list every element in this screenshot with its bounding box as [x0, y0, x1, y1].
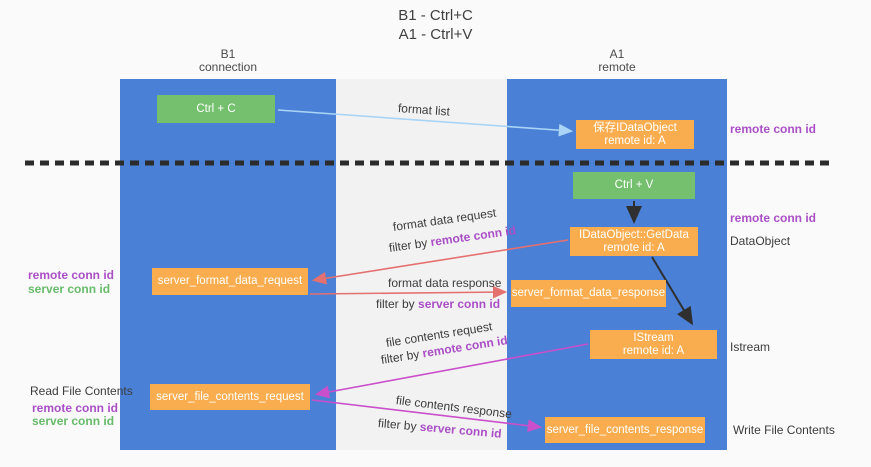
remote-conn-id-annotation-mid: remote conn id	[730, 211, 817, 225]
title-line-2: A1 - Ctrl+V	[398, 26, 473, 43]
format-response-filter-label: filter by server conn id	[376, 297, 500, 311]
istream-line2: remote id: A	[622, 344, 685, 357]
ctrl-v-box: Ctrl + V	[573, 172, 695, 199]
server-conn-id-text: server conn id	[418, 297, 501, 311]
lane-b1-subtitle: connection	[198, 60, 258, 74]
server-file-contents-response-box: server_file_contents_response	[545, 417, 705, 443]
diagram-title: B1 - Ctrl+C A1 - Ctrl+V	[0, 6, 871, 44]
format-data-response-label: format data response	[388, 276, 502, 290]
getdata-line1: IDataObject::GetData	[579, 228, 689, 241]
format-response-label: server_format_data_response	[511, 287, 666, 299]
remote-conn-id-annotation-left: remote conn id	[28, 268, 115, 282]
dataobject-annotation: DataObject	[730, 234, 791, 248]
write-file-contents-annotation: Write File Contents	[733, 423, 835, 437]
getdata-line2: remote id: A	[603, 241, 665, 254]
server-format-data-response-box: server_format_data_response	[511, 280, 666, 307]
lane-header-a1: A1 remote	[507, 48, 727, 74]
save-idataobject-line2: remote id: A	[604, 134, 666, 147]
file-response-label: server_file_contents_response	[546, 423, 704, 436]
title-line-1: B1 - Ctrl+C	[398, 7, 473, 24]
save-idataobject-box: 保存IDataObject remote id: A	[576, 120, 694, 149]
istream-box: IStream remote id: A	[590, 330, 717, 359]
istream-annotation: Istream	[730, 340, 771, 354]
remote-conn-id-annotation-bottom-left: remote conn id	[32, 401, 119, 415]
server-file-contents-request-box: server_file_contents_request	[150, 384, 310, 410]
server-conn-id-annotation-left: server conn id	[28, 282, 111, 296]
ctrl-v-label: Ctrl + V	[614, 179, 654, 191]
remote-conn-id-annotation-top: remote conn id	[730, 122, 817, 136]
filter-by-text: filter by	[376, 297, 419, 311]
ctrl-c-label: Ctrl + C	[196, 102, 236, 115]
istream-line1: IStream	[633, 331, 674, 344]
format-request-label: server_format_data_request	[157, 275, 303, 287]
server-format-data-request-box: server_format_data_request	[152, 268, 308, 295]
server-conn-id-annotation-bottom-left: server conn id	[32, 414, 115, 428]
save-idataobject-line1: 保存IDataObject	[593, 121, 677, 134]
lane-a1-subtitle: remote	[598, 60, 636, 74]
lane-header-b1: B1 connection	[120, 48, 336, 74]
lane-a1-name: A1	[609, 47, 625, 61]
file-request-label: server_file_contents_request	[156, 390, 304, 403]
idataobject-getdata-box: IDataObject::GetData remote id: A	[570, 227, 698, 256]
read-file-contents-annotation: Read File Contents	[30, 384, 133, 398]
lane-b1-name: B1	[220, 47, 236, 61]
mid-strip	[336, 79, 507, 450]
ctrl-c-box: Ctrl + C	[157, 95, 275, 123]
